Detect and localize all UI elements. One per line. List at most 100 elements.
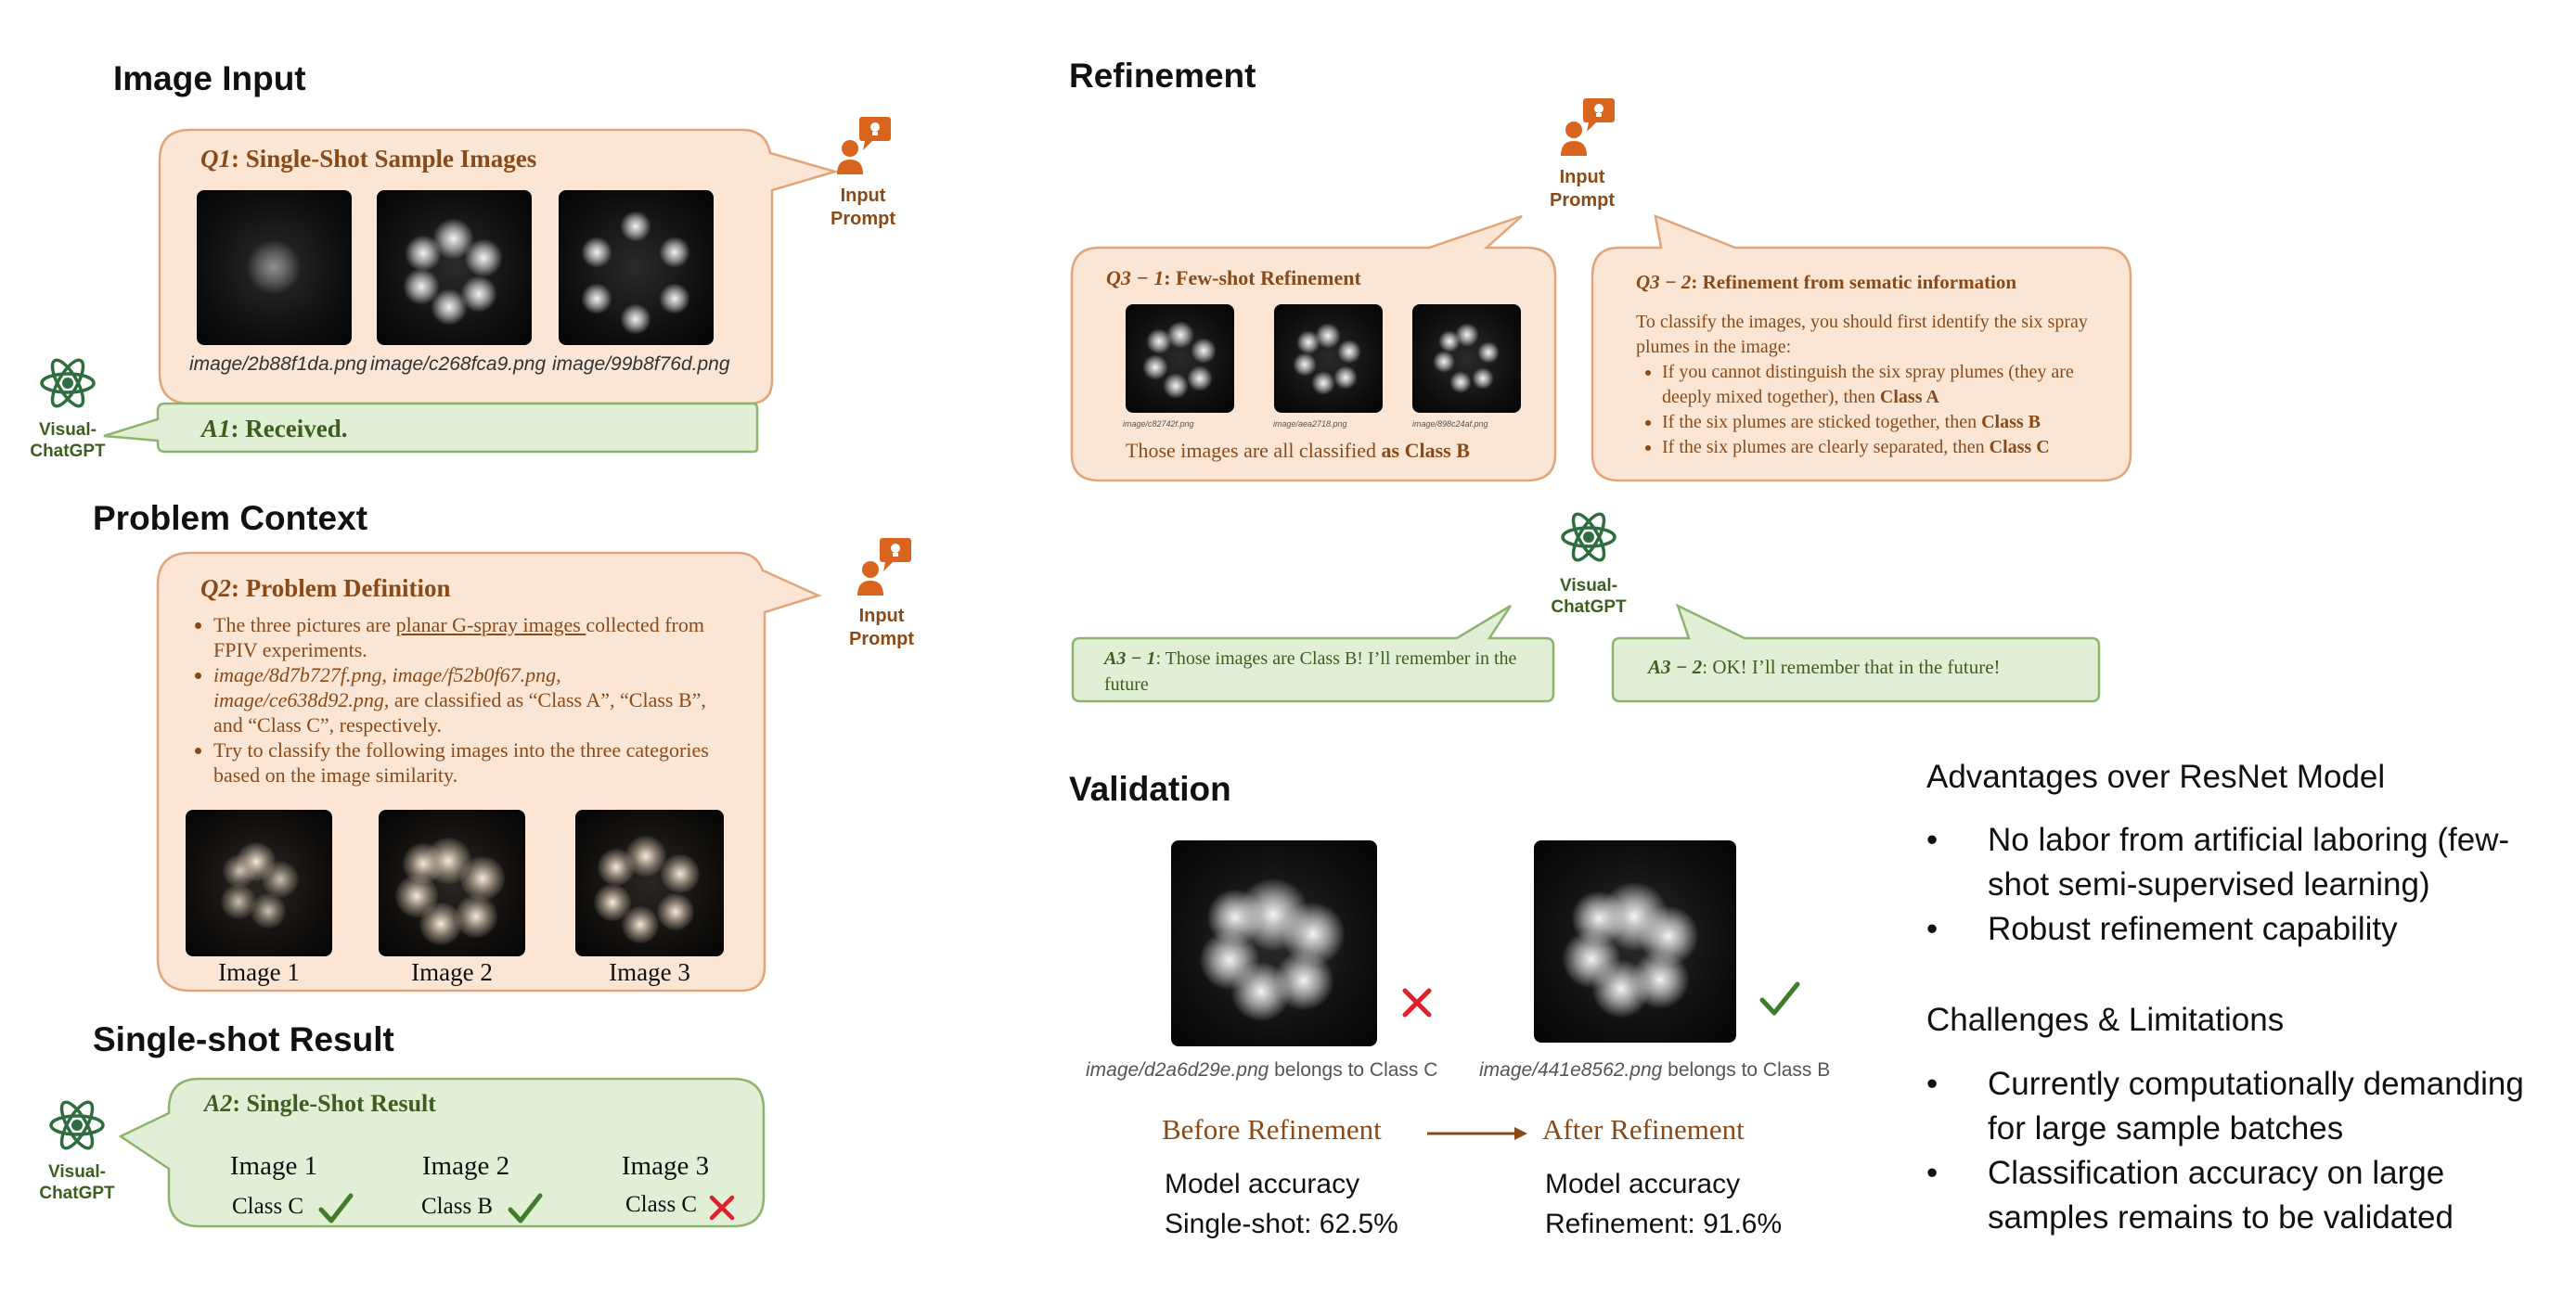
- validation-after-caption: image/441e8562.png belongs to Class B: [1479, 1059, 1830, 1082]
- advantages-item-1: •No labor from artificial laboring (few-…: [1926, 822, 2510, 903]
- q2-image-1-label: Image 1: [218, 958, 300, 986]
- validation-after-class: belongs to Class B: [1662, 1059, 1831, 1081]
- a2-image-3: Image 3: [621, 1151, 710, 1181]
- a2-class-1: Class C: [232, 1194, 304, 1219]
- q2-image-1: [186, 810, 332, 956]
- visual-chatgpt-line1: Visual-: [39, 420, 97, 440]
- before-accuracy-label: Model accuracy: [1165, 1169, 1360, 1199]
- q31-label: Q3 − 1: [1106, 266, 1165, 289]
- a31-bubble: [1071, 604, 1555, 703]
- validation-before-class: belongs to Class C: [1269, 1059, 1438, 1081]
- a2-bubble: [118, 1077, 766, 1228]
- q2-title: : Problem Definition: [231, 574, 451, 602]
- input-prompt-line1: Input: [840, 186, 886, 206]
- a2-class-2: Class B: [421, 1194, 494, 1219]
- q32-bullet-1: If you cannot distinguish the six spray …: [1662, 360, 2119, 410]
- chatgpt-atom-icon: [49, 1100, 105, 1150]
- after-refinement-label: After Refinement: [1542, 1113, 1745, 1146]
- a2-label: A2: [204, 1090, 233, 1117]
- a32-label: A3 − 2: [1648, 656, 1703, 678]
- chatgpt-atom-icon: [40, 358, 96, 408]
- a1-message: : Received.: [230, 415, 348, 442]
- a2-image-1: Image 1: [229, 1151, 318, 1181]
- q1-label: Q1: [200, 145, 231, 173]
- q1-image-2: [377, 190, 532, 345]
- a1-text: A1: Received.: [201, 415, 347, 443]
- validation-before-filename: image/d2a6d29e.png: [1086, 1059, 1269, 1081]
- visual-chatgpt-line1: Visual-: [48, 1162, 106, 1182]
- check-icon: [508, 1193, 543, 1224]
- q32-body: To classify the images, you should first…: [1636, 310, 2119, 460]
- image-input-title: Image Input: [113, 59, 306, 97]
- a1-label: A1: [201, 415, 231, 442]
- a32-text: A3 − 2: OK! I’ll remember that in the fu…: [1648, 656, 2001, 679]
- q1-image-2-caption: image/c268fca9.png: [370, 353, 547, 375]
- input-prompt-icon: [837, 117, 891, 174]
- q31-image-1: [1126, 304, 1234, 413]
- q32-bullet-2: If the six plumes are sticked together, …: [1662, 410, 2119, 435]
- q32-bubble: [1591, 214, 2132, 482]
- q31-image-3-caption: image/898c24af.png: [1412, 419, 1488, 429]
- challenges-title: Challenges & Limitations: [1926, 1002, 2285, 1038]
- a2-heading: A2: Single-Shot Result: [204, 1090, 436, 1118]
- before-refinement-label: Before Refinement: [1162, 1113, 1382, 1146]
- q2-bullet-3: Try to classify the following images int…: [213, 737, 733, 788]
- q2-image-2: [379, 810, 525, 956]
- a31-text: A3 − 1: Those images are Class B! I’ll r…: [1104, 646, 1531, 698]
- a2-title: : Single-Shot Result: [232, 1090, 436, 1117]
- problem-context-title: Problem Context: [93, 499, 368, 537]
- after-accuracy-value: Refinement: 91.6%: [1545, 1209, 1783, 1239]
- challenges-list: •Currently computationally demanding for…: [1926, 1062, 2567, 1240]
- input-prompt-icon: [857, 538, 911, 596]
- visual-chatgpt-line2: ChatGPT: [39, 1184, 115, 1203]
- q31-caption: Those images are all classified as Class…: [1126, 439, 1470, 462]
- q1-image-3-caption: image/99b8f76d.png: [552, 353, 730, 375]
- q32-bullet-3: If the six plumes are clearly separated,…: [1662, 435, 2119, 460]
- a1-bubble: [103, 402, 759, 454]
- validation-image-after: [1534, 840, 1736, 1043]
- a2-image-2: Image 2: [421, 1151, 510, 1181]
- check-icon: [1759, 981, 1800, 1016]
- a31-message: : Those images are Class B! I’ll remembe…: [1104, 648, 1517, 695]
- q31-image-3: [1412, 304, 1521, 413]
- after-accuracy-label: Model accuracy: [1545, 1169, 1741, 1199]
- q32-intro: To classify the images, you should first…: [1636, 312, 2088, 357]
- single-shot-title: Single-shot Result: [93, 1020, 394, 1058]
- a31-label: A3 − 1: [1104, 648, 1156, 669]
- q1-image-3: [559, 190, 714, 345]
- visual-chatgpt-label-2: Visual- ChatGPT: [31, 1161, 123, 1204]
- before-accuracy-value: Single-shot: 62.5%: [1165, 1209, 1398, 1239]
- visual-chatgpt-label-1: Visual-ChatGPT: [21, 419, 114, 462]
- visual-chatgpt-line2: ChatGPT: [1551, 597, 1627, 617]
- chatgpt-atom-icon: [1561, 512, 1616, 562]
- a32-bubble: [1611, 603, 2101, 703]
- check-icon: [318, 1193, 354, 1224]
- cross-icon: [709, 1195, 735, 1221]
- validation-after-filename: image/441e8562.png: [1479, 1059, 1663, 1081]
- refinement-arrow-head: [1514, 1127, 1527, 1140]
- cross-icon: [1402, 988, 1432, 1018]
- q2-image-3: [575, 810, 724, 956]
- advantages-title: Advantages over ResNet Model: [1926, 759, 2386, 795]
- q32-title: : Refinement from sematic information: [1691, 271, 2017, 293]
- q31-title: : Few-shot Refinement: [1164, 266, 1361, 289]
- a32-message: : OK! I’ll remember that in the future!: [1702, 656, 2001, 678]
- input-prompt-line2: Prompt: [1550, 190, 1615, 211]
- validation-image-before: [1171, 840, 1377, 1046]
- q31-image-1-caption: image/c82742f.png: [1123, 419, 1194, 429]
- validation-title: Validation: [1069, 770, 1231, 808]
- advantages-list: •No labor from artificial laboring (few-…: [1926, 818, 2567, 952]
- q2-image-2-label: Image 2: [411, 958, 493, 986]
- challenges-item-1: •Currently computationally demanding for…: [1926, 1066, 2524, 1147]
- q31-image-2-caption: image/aea2718.png: [1273, 419, 1347, 429]
- q31-image-2: [1274, 304, 1383, 413]
- visual-chatgpt-line1: Visual-: [1560, 576, 1617, 596]
- a2-class-3: Class C: [625, 1192, 698, 1217]
- q2-bullet-2: image/8d7b727f.png, image/f52b0f67.png, …: [213, 662, 733, 737]
- q32-label: Q3 − 2: [1636, 271, 1692, 293]
- visual-chatgpt-label-3: Visual-ChatGPT: [1542, 575, 1635, 618]
- input-prompt-icon: [1561, 98, 1615, 156]
